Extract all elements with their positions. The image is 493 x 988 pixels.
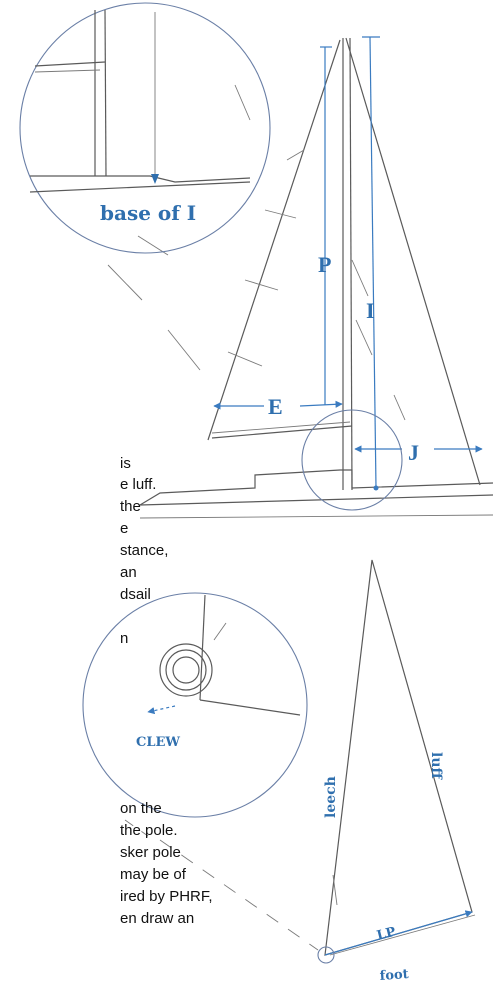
clew-pointer [147, 705, 176, 715]
text-fragment-5: stance, [120, 542, 169, 559]
text-fragment-4: e [120, 520, 129, 537]
i-dimension-line [369, 36, 377, 489]
text-fragment-2: e luff. [120, 476, 157, 493]
hull-line [139, 514, 493, 519]
clew-small-circle [317, 946, 335, 964]
clew-ring-mid [165, 649, 207, 691]
base-of-i-detail: base of I [19, 2, 271, 371]
text-fragment-11: sker pole [120, 844, 181, 861]
clew-detail-circle [82, 592, 308, 818]
clew-leader-2 [159, 839, 319, 951]
boom-top [211, 421, 351, 434]
jib-mark-3 [393, 394, 406, 421]
clew-foot-edge [199, 699, 301, 716]
base-point [373, 485, 379, 491]
label-p: P [318, 252, 331, 277]
text-fragment-9: on the [120, 800, 162, 817]
jib-mark-2 [355, 319, 373, 356]
label-foot: foot [379, 967, 409, 983]
text-fragment-14: en draw an [120, 910, 195, 927]
foot-line [329, 914, 476, 956]
deck-line [139, 494, 493, 506]
text-fragment-7: dsail [120, 586, 151, 603]
detail-hull [29, 181, 251, 193]
detail-circle-top [19, 2, 271, 254]
batten-2 [264, 209, 297, 219]
zoom-leader-3 [167, 329, 201, 371]
e-dim-right [299, 400, 343, 408]
jib-mark-1 [351, 259, 369, 297]
clew-leech-edge [199, 594, 206, 701]
headsail-triangle [324, 559, 473, 956]
label-luff: luff [428, 752, 444, 780]
text-fragment-8: n [120, 630, 129, 647]
text-fragment-10: the pole. [120, 822, 178, 839]
cabin-deck [139, 469, 493, 506]
detail-deck [30, 175, 251, 183]
label-clew: CLEW [136, 735, 180, 750]
text-fragment-1: is [120, 455, 131, 472]
zoom-leader-2 [107, 264, 143, 301]
clew-ring-inner [172, 656, 200, 684]
text-fragment-12: may be of [120, 866, 186, 883]
headsail-diagram: leech luff LP foot CLEW [82, 559, 476, 984]
leech-mark [332, 874, 338, 906]
batten-4 [227, 351, 263, 367]
mast-aft-edge [349, 37, 353, 491]
detail-base-arrow [151, 174, 159, 184]
label-lp: LP [375, 925, 397, 944]
text-fragment-3: the [120, 498, 141, 515]
label-e: E [268, 394, 283, 419]
headsail-luff [345, 37, 481, 486]
detail-boom [34, 61, 106, 67]
zoom-tick [234, 84, 251, 121]
clew-ring-outer [159, 643, 213, 697]
boom [211, 425, 353, 439]
text-fragment-6: an [120, 564, 137, 581]
clew-mark [213, 622, 227, 641]
text-fragment-13: ired by PHRF, [120, 888, 213, 905]
detail-mast-back [104, 9, 107, 177]
label-i: I [366, 298, 375, 323]
batten-3 [244, 279, 279, 291]
batten-1 [286, 149, 305, 161]
label-base-of-i: base of I [100, 201, 196, 225]
clew-leader-1 [124, 819, 149, 837]
mainsail-leech [207, 39, 341, 441]
lp-dimension [324, 910, 473, 956]
label-j: J [408, 440, 419, 465]
detail-boom-2 [34, 69, 101, 73]
base-detail-circle [301, 409, 403, 511]
label-leech: leech [323, 776, 339, 818]
sailboat-profile: P I E J [139, 36, 493, 519]
